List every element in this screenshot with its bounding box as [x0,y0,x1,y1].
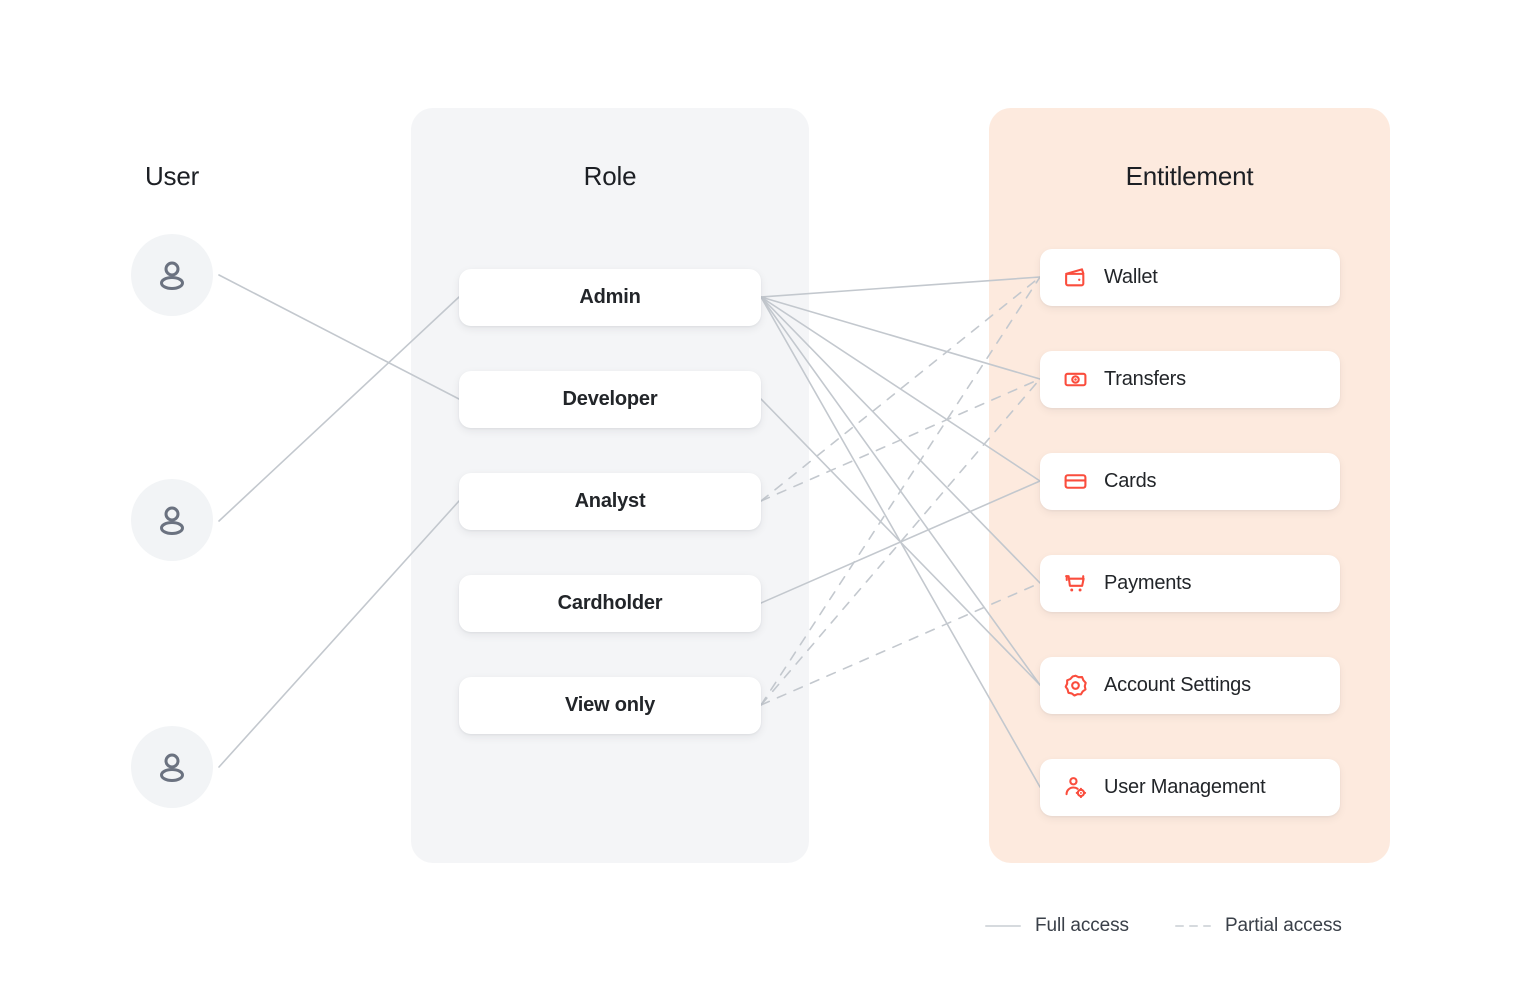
edge-cardholder-cards [760,480,1041,604]
role-label: View only [564,694,656,716]
dashed-line-icon [1174,925,1211,927]
edge-viewonly-wallet [760,276,1041,706]
edge-admin-transfers [760,296,1041,380]
edge-analyst-wallet [760,276,1041,502]
role-card-analyst[interactable]: Analyst [459,473,761,530]
entitlement-card-account-settings[interactable]: Account Settings [1040,657,1340,714]
entitlement-card-payments[interactable]: Payments [1040,555,1340,612]
role-card-view-only[interactable]: View only [459,677,761,734]
person-icon [160,506,184,535]
gear-icon [1062,673,1088,699]
credit-card-icon [1062,469,1088,495]
legend: Full access Partial access [985,915,1342,937]
avatar[interactable] [131,479,213,561]
legend-item-full-access: Full access [985,915,1129,937]
edge-admin-cards [760,296,1041,482]
edge-user3-analyst [218,500,460,768]
person-icon [160,261,184,290]
entitlement-label: Account Settings [1104,674,1251,696]
edge-analyst-transfers [760,378,1041,502]
entitlement-card-transfers[interactable]: Transfers [1040,351,1340,408]
entitlement-column-title: Entitlement [1125,161,1254,191]
role-label: Cardholder [557,592,663,614]
edge-viewonly-account-settings [760,582,1041,706]
user-gear-icon [1062,775,1088,801]
edge-user2-admin [218,296,460,522]
edge-viewonly-transfers [760,378,1041,706]
edge-user1-developer [218,274,460,400]
banknote-icon [1062,367,1088,393]
role-column-title: Role [583,161,637,191]
person-icon [160,753,184,782]
legend-label: Full access [1035,915,1129,936]
shopping-cart-icon [1062,571,1088,597]
user-column-title: User [144,161,200,191]
edge-admin-wallet [760,276,1041,298]
role-label: Analyst [574,490,646,512]
entitlement-label: Cards [1104,470,1157,492]
role-label: Developer [562,388,658,410]
role-card-admin[interactable]: Admin [459,269,761,326]
avatar[interactable] [131,234,213,316]
wallet-icon [1062,265,1088,291]
role-label: Admin [579,286,641,308]
entitlement-label: Wallet [1104,266,1158,288]
solid-line-icon [985,925,1021,927]
legend-label: Partial access [1224,915,1342,936]
avatar[interactable] [131,726,213,808]
role-card-developer[interactable]: Developer [459,371,761,428]
entitlement-label: Payments [1104,572,1192,594]
legend-item-partial-access: Partial access [1174,915,1342,937]
entitlement-label: User Management [1104,776,1266,798]
entitlement-label: Transfers [1104,368,1186,390]
entitlement-card-wallet[interactable]: Wallet [1040,249,1340,306]
entitlement-card-user-management[interactable]: User Management [1040,759,1340,816]
role-card-cardholder[interactable]: Cardholder [459,575,761,632]
entitlement-card-cards[interactable]: Cards [1040,453,1340,510]
